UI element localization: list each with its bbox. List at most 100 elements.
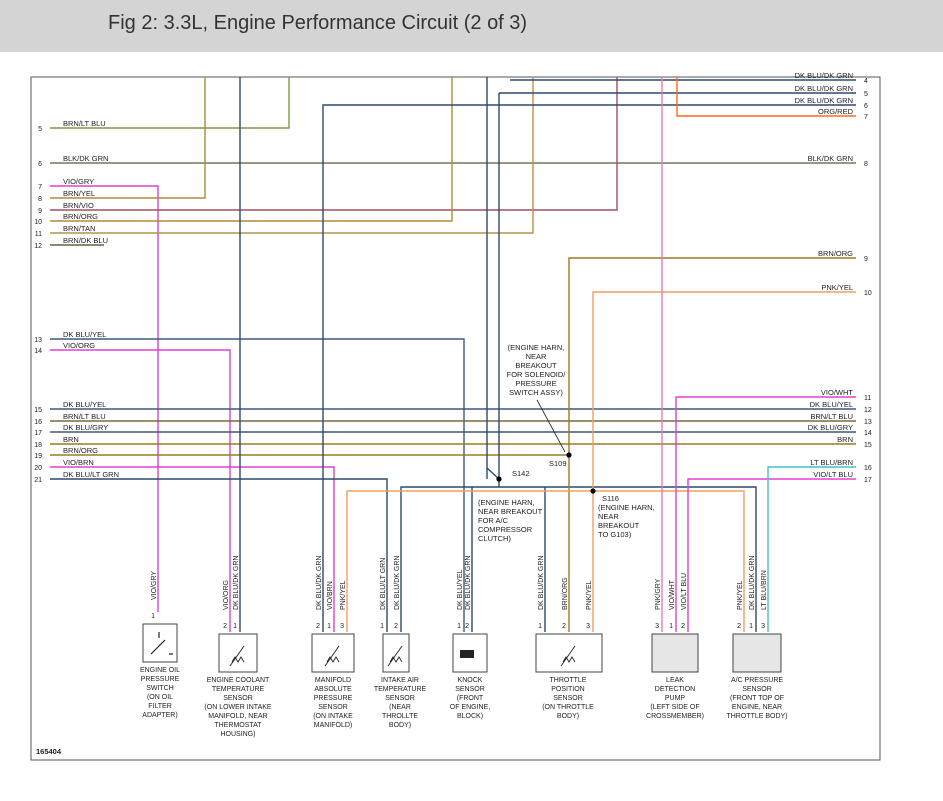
component-wire-label: DK BLU/DK GRN — [316, 556, 323, 610]
left-wire-label: DK BLU/YEL — [63, 400, 106, 409]
right-wire-label: BRN/LT BLU — [810, 412, 853, 421]
sensor-resistor-symbol — [560, 645, 576, 667]
right-pin-number: 17 — [864, 477, 872, 484]
right-pin-number: 13 — [864, 419, 872, 426]
component-pin-number: 2 — [223, 623, 227, 630]
component-name: BODY) — [557, 713, 579, 720]
splice-label-s109: S109 — [549, 459, 567, 468]
splice-note-s142: NEAR BREAKOUT — [478, 507, 543, 516]
splice-note-s116: (ENGINE HARN, — [598, 503, 655, 512]
splice-s142-a — [496, 476, 502, 482]
component-name: SENSOR — [318, 704, 348, 711]
component-pin-number: 2 — [681, 623, 685, 630]
component-name: (LEFT SIDE OF — [650, 704, 699, 711]
splice-note-s109: FOR SOLENOID/ — [507, 370, 567, 379]
left-pin-number: 15 — [34, 407, 42, 414]
component-wire-label: BRN/ORG — [562, 577, 569, 610]
left-pin-number: 7 — [38, 184, 42, 191]
splice-label-s142: S142 — [512, 469, 530, 478]
splice-label-s116: S116 — [602, 494, 619, 503]
component-name: THROTTLE BODY) — [726, 713, 787, 720]
component-pin-number: 1 — [233, 623, 237, 630]
figure-header: Fig 2: 3.3L, Engine Performance Circuit … — [0, 0, 943, 52]
wire-brn-tan — [50, 77, 534, 234]
left-pin-number: 14 — [34, 348, 42, 355]
sensor-resistor-symbol — [324, 645, 340, 667]
left-wire-label: DK BLU/LT GRN — [63, 470, 119, 479]
component-name: ADAPTER) — [142, 712, 177, 719]
component-name: MANIFOLD — [315, 677, 351, 684]
component-name: (ON THROTTLE — [542, 704, 594, 711]
component-name: OF ENGINE, — [450, 704, 491, 711]
piezo-symbol — [460, 650, 474, 658]
component-pin-number: 2 — [562, 623, 566, 630]
left-pin-number: 11 — [35, 231, 42, 238]
right-pin-number: 11 — [864, 395, 871, 402]
component-name: SENSOR — [385, 695, 415, 702]
component-name: (ON OIL — [147, 694, 173, 701]
component-pin-number: 1 — [749, 623, 753, 630]
splice-s116 — [590, 488, 596, 494]
component-body — [142, 623, 178, 663]
component-wire-label: VIO/LT BLU — [681, 573, 688, 610]
component-name: SENSOR — [742, 686, 772, 693]
component-name: A/C PRESSURE — [731, 677, 783, 684]
component-name: KNOCK — [458, 677, 483, 684]
component-wire-label: PNK/GRY — [655, 578, 662, 610]
component-name: HOUSING) — [221, 731, 256, 738]
component-pin-number: 3 — [655, 623, 659, 630]
left-pin-number: 20 — [34, 465, 42, 472]
component-pin-number: 2 — [316, 623, 320, 630]
switch-symbol — [150, 632, 173, 655]
component-body — [218, 633, 258, 673]
component-body — [732, 633, 782, 673]
wire-vio-gry — [50, 185, 159, 612]
left-pin-number: 10 — [34, 219, 42, 226]
left-wire-label: BRN/ORG — [63, 212, 98, 221]
component-pin-number: 3 — [586, 623, 590, 630]
component-pin-number: 3 — [761, 623, 765, 630]
splice-note-s109: (ENGINE HARN, — [508, 343, 565, 352]
component-wire-label: VIO/WHT — [669, 579, 676, 610]
right-wire-label: BRN — [837, 435, 853, 444]
left-pin-number: 9 — [38, 208, 42, 215]
wire-vio-org — [50, 349, 231, 632]
right-pin-number: 8 — [864, 161, 868, 168]
component-name: (NEAR — [389, 704, 411, 711]
component-wire-label: LT BLU/BRN — [761, 570, 768, 610]
splice-note-s109: SWITCH ASSY) — [509, 388, 563, 397]
component-name: DETECTION — [655, 686, 695, 693]
component-name: SENSOR — [455, 686, 485, 693]
left-wire-label: VIO/GRY — [63, 177, 94, 186]
component-pin-number: 1 — [538, 623, 542, 630]
left-wire-label: BRN/LT BLU — [63, 412, 106, 421]
splice-note-s142: (ENGINE HARN, — [478, 498, 535, 507]
component-wire-label: DK BLU/YEL — [457, 569, 464, 610]
splice-note-s142: COMPRESSOR — [478, 525, 533, 534]
left-pin-number: 16 — [34, 419, 42, 426]
component-pin-number: 3 — [340, 623, 344, 630]
component-pin-number: 2 — [465, 623, 469, 630]
left-wire-label: BRN/VIO — [63, 201, 94, 210]
component-body — [651, 633, 699, 673]
wire-vio-lt-blu — [687, 478, 856, 632]
right-wire-label: PNK/YEL — [821, 283, 853, 292]
component-body — [535, 633, 603, 673]
left-pin-number: 13 — [34, 337, 42, 344]
right-pin-number: 6 — [864, 103, 868, 110]
wire-dk-blu-dk-grn-run — [400, 486, 757, 632]
component-wire-label: VIO/BRN — [327, 581, 334, 610]
component-name: SENSOR — [223, 695, 253, 702]
component-name: BODY) — [389, 722, 411, 729]
wire-org-red — [676, 77, 856, 117]
wire-brn-org — [50, 77, 453, 222]
component-wire-label: PNK/YEL — [737, 580, 744, 610]
splice-note-s109: BREAKOUT — [515, 361, 557, 370]
left-pin-number: 18 — [34, 442, 42, 449]
component-name: CROSSMEMBER) — [646, 713, 704, 720]
component-pin-number: 1 — [380, 623, 384, 630]
sensor-resistor-symbol — [387, 645, 403, 667]
component-wire-label: DK BLU/DK GRN — [233, 556, 240, 610]
splice-note-s116: NEAR — [598, 512, 619, 521]
component-name: ABSOLUTE — [314, 686, 352, 693]
